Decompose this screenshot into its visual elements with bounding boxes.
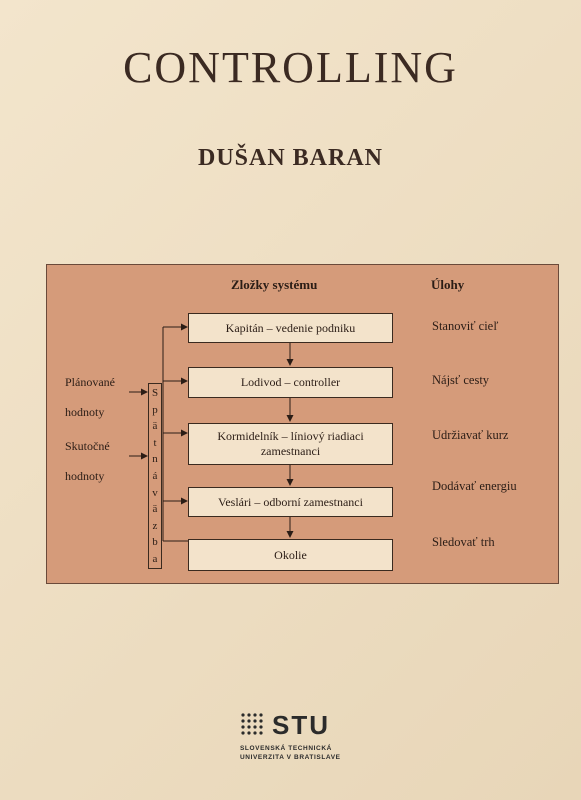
feedback-letter: t xyxy=(153,436,157,449)
feedback-letter: p xyxy=(152,403,158,416)
column-heading-components: Zložky systému xyxy=(231,277,318,292)
stu-logo-name: STU xyxy=(272,710,330,740)
controlling-diagram: Zložky systému Úlohy Kapitán – vedenie p… xyxy=(46,264,559,584)
feedback-letter: á xyxy=(152,469,158,482)
stu-logo-line1: SLOVENSKÁ TECHNICKÁ xyxy=(240,745,332,752)
task-watch-market: Sledovať trh xyxy=(432,535,495,549)
feedback-letter: ä xyxy=(152,420,158,433)
feedback-box: S p ä t n á v ä z b a xyxy=(148,383,162,569)
feedback-letter: S xyxy=(151,387,159,399)
task-set-goal: Stanoviť cieľ xyxy=(432,319,499,333)
feedback-letter: b xyxy=(152,536,158,549)
stu-logo: STU SLOVENSKÁ TECHNICKÁ UNIVERZITA V BRA… xyxy=(240,712,350,772)
planned-values-line1: Plánované xyxy=(65,375,115,389)
task-keep-course: Udržiavať kurz xyxy=(432,428,509,442)
box-environment: Okolie xyxy=(188,539,393,571)
column-heading-tasks: Úlohy xyxy=(431,277,465,292)
box-helmsman: Kormidelník – líniový riadiaci zamestnan… xyxy=(188,423,393,465)
stu-dots-icon xyxy=(241,713,263,735)
box-pilot: Lodivod – controller xyxy=(188,367,393,398)
book-author: DUŠAN BARAN xyxy=(197,145,383,171)
feedback-letter: v xyxy=(152,486,158,499)
feedback-letter: n xyxy=(152,453,158,466)
box-rowers: Veslári – odborní zamestnanci xyxy=(188,487,393,517)
actual-values-line2: hodnoty xyxy=(65,469,105,483)
task-find-ways: Nájsť cesty xyxy=(432,373,490,387)
task-supply-energy: Dodávať energiu xyxy=(432,479,517,493)
actual-values-line1: Skutočné xyxy=(65,439,110,453)
feedback-letter: z xyxy=(152,519,158,532)
feedback-letter: ä xyxy=(152,503,158,516)
stu-logo-line2: UNIVERZITA V BRATISLAVE xyxy=(240,754,341,761)
book-title: CONTROLLING xyxy=(123,43,458,92)
diagram-connectors xyxy=(129,323,294,542)
feedback-letter: a xyxy=(152,552,158,565)
planned-values-line2: hodnoty xyxy=(65,405,105,419)
box-captain: Kapitán – vedenie podniku xyxy=(188,313,393,343)
